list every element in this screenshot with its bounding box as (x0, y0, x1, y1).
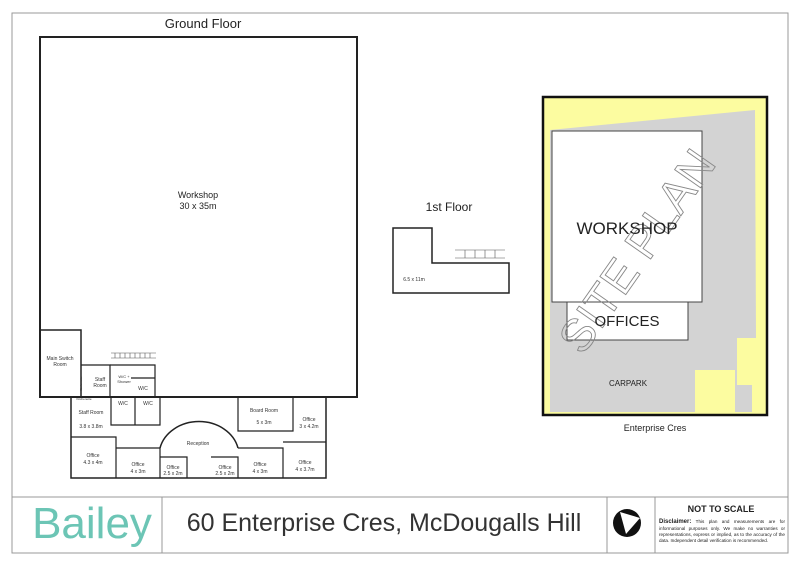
compass-icon (613, 509, 641, 537)
ground-floor-title: Ground Floor (164, 16, 242, 31)
street-label: Enterprise Cres (623, 423, 687, 433)
room-size: 4 x 3.7m (295, 467, 315, 473)
room-size: 4 x 3m (252, 469, 268, 475)
room-label: Office (298, 460, 312, 466)
room-label: Staff Room (78, 410, 104, 416)
footer-dividers (12, 496, 788, 553)
first-floor-stairs (455, 249, 505, 259)
room-label: Staff Room (93, 377, 107, 389)
room-size: 4.3 x 4m (83, 460, 103, 466)
room-label: Office (86, 453, 100, 459)
room-size: 4 x 3m (130, 469, 146, 475)
room-size: 3 x 4.2m (299, 424, 319, 430)
room-label: Office (131, 462, 145, 468)
page-border (11, 12, 789, 554)
site-plan: SITE PLAN (541, 95, 769, 417)
room-label: Kitchenette (76, 397, 92, 401)
room-size: 3.8 x 3.8m (79, 424, 103, 430)
first-floor-title: 1st Floor (425, 200, 473, 214)
carpark-label: CARPARK (608, 379, 648, 388)
first-floor-size: 6.5 x 11m (403, 277, 425, 283)
disclaimer-label: Disclaimer: (659, 519, 692, 525)
room-size: 2.5 x 2m (163, 471, 183, 477)
reception-label: Reception (186, 441, 210, 447)
offices-building-label: OFFICES (594, 313, 660, 330)
ground-floor-walls (39, 36, 358, 479)
first-floor-walls (392, 227, 510, 294)
brand-logo: Bailey (32, 499, 152, 548)
room-label: Board Room (249, 408, 279, 414)
room-label: Office (253, 462, 267, 468)
room-label: Main Switch Room (46, 356, 74, 368)
room-label: W/C (143, 401, 153, 407)
disclaimer-text: This plan and measurements are for infor… (659, 519, 785, 544)
room-label: W/C (118, 401, 128, 407)
room-size: 2.5 x 2m (215, 471, 235, 477)
workshop-building (551, 130, 703, 303)
room-label: Office (302, 417, 316, 423)
room-label: Kitchenette (79, 376, 84, 392)
workshop-size: 30 x 35m (179, 201, 217, 211)
disclaimer: Disclaimer: This plan and measurements a… (659, 518, 785, 545)
room-label: Office (218, 465, 232, 471)
not-to-scale-label: NOT TO SCALE (687, 504, 755, 514)
workshop-label: Workshop (177, 190, 219, 200)
property-address: 60 Enterprise Cres, McDougalls Hill (186, 509, 582, 537)
stairs (111, 352, 156, 359)
workshop-building-label: WORKSHOP (576, 219, 678, 238)
room-label: W/C + Shower (117, 374, 131, 384)
room-label: W/C (138, 386, 148, 392)
room-label: Office (166, 465, 180, 471)
offices-building (566, 301, 689, 341)
room-size: 5 x 3m (256, 420, 272, 426)
